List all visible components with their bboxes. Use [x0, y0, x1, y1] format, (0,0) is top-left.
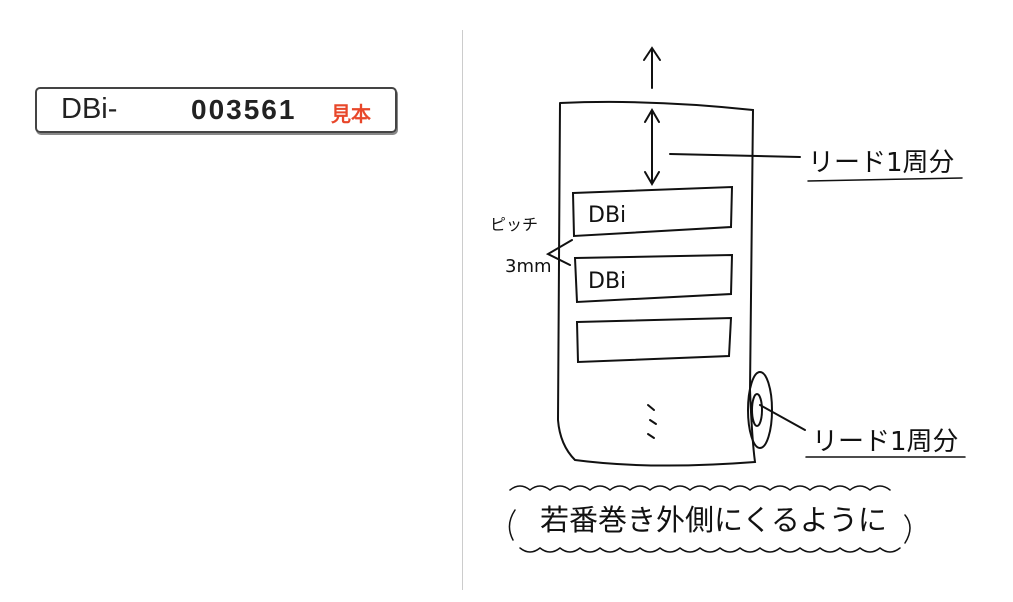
lead-label-bottom: リード1周分: [812, 427, 959, 457]
label-text-1: DBi: [588, 203, 626, 228]
label-box-1: [571, 185, 734, 238]
note-wavy-frame: [508, 485, 911, 553]
label-prefix: DBi-: [61, 93, 118, 125]
pitch-label: ピッチ: [490, 215, 538, 234]
label-number: 003561: [191, 94, 297, 125]
lead-label-top: リード1周分: [808, 148, 955, 178]
up-arrow: [643, 46, 661, 89]
pitch-caret: [545, 239, 573, 266]
page-divider: [462, 30, 463, 590]
note-text: 若番巻き外側にくるように: [540, 503, 887, 537]
sample-mark: 見本: [331, 102, 371, 126]
sample-label-stamp: DBi- 003561 見本: [35, 87, 397, 133]
pitch-value: 3mm: [505, 256, 552, 277]
lead-leader-line-bottom: [759, 404, 806, 431]
label-text-2: DBi: [588, 269, 626, 294]
continuation-dots: [647, 404, 657, 439]
small-roll-core: [751, 393, 763, 427]
small-roll: [747, 371, 773, 449]
lead-double-arrow: [644, 108, 660, 186]
lead-leader-line-top: [669, 153, 801, 158]
lead-underline-top: [807, 177, 963, 182]
label-box-2: [573, 253, 734, 304]
label-box-3: [575, 316, 733, 364]
roll-outline: [556, 100, 757, 467]
